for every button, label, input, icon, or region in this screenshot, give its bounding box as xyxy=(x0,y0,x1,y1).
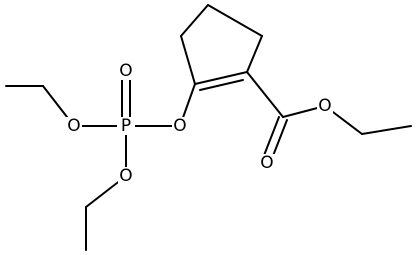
atom-label-o-ester: O xyxy=(318,96,331,116)
atom-label-o-carbonyl: O xyxy=(260,153,273,173)
atom-oxygen-enol: O xyxy=(172,116,188,136)
bond-carbonyl-double-left xyxy=(262,116,280,159)
bond-ring-double-outer xyxy=(194,71,248,85)
bond-ester-ethyl-ch2-ch3 xyxy=(361,125,412,135)
atom-labels: O O P O O O O xyxy=(66,61,333,186)
atom-oxygen-left: O xyxy=(66,116,82,136)
bond-ring-lower-left xyxy=(180,35,196,85)
atom-label-o-left: O xyxy=(67,116,80,136)
bond-ring-upper-right xyxy=(246,35,263,73)
atom-label-o-enol: O xyxy=(173,116,186,136)
bond-ring-double-inner xyxy=(199,79,244,91)
atom-label-p: P xyxy=(121,116,131,136)
bond-ring-to-carbonyl-carbon xyxy=(246,71,284,118)
atom-oxygen-top: O xyxy=(118,61,134,81)
atom-label-o-lower: O xyxy=(119,166,132,186)
bond-ring-top xyxy=(207,4,263,37)
atom-oxygen-ester: O xyxy=(317,96,333,116)
bond-ring-upper-left xyxy=(180,4,209,37)
atom-oxygen-carbonyl: O xyxy=(259,153,275,173)
atom-oxygen-lower: O xyxy=(118,166,134,186)
atom-label-o-top: O xyxy=(119,61,132,81)
atom-phosphorus: P xyxy=(117,116,135,136)
